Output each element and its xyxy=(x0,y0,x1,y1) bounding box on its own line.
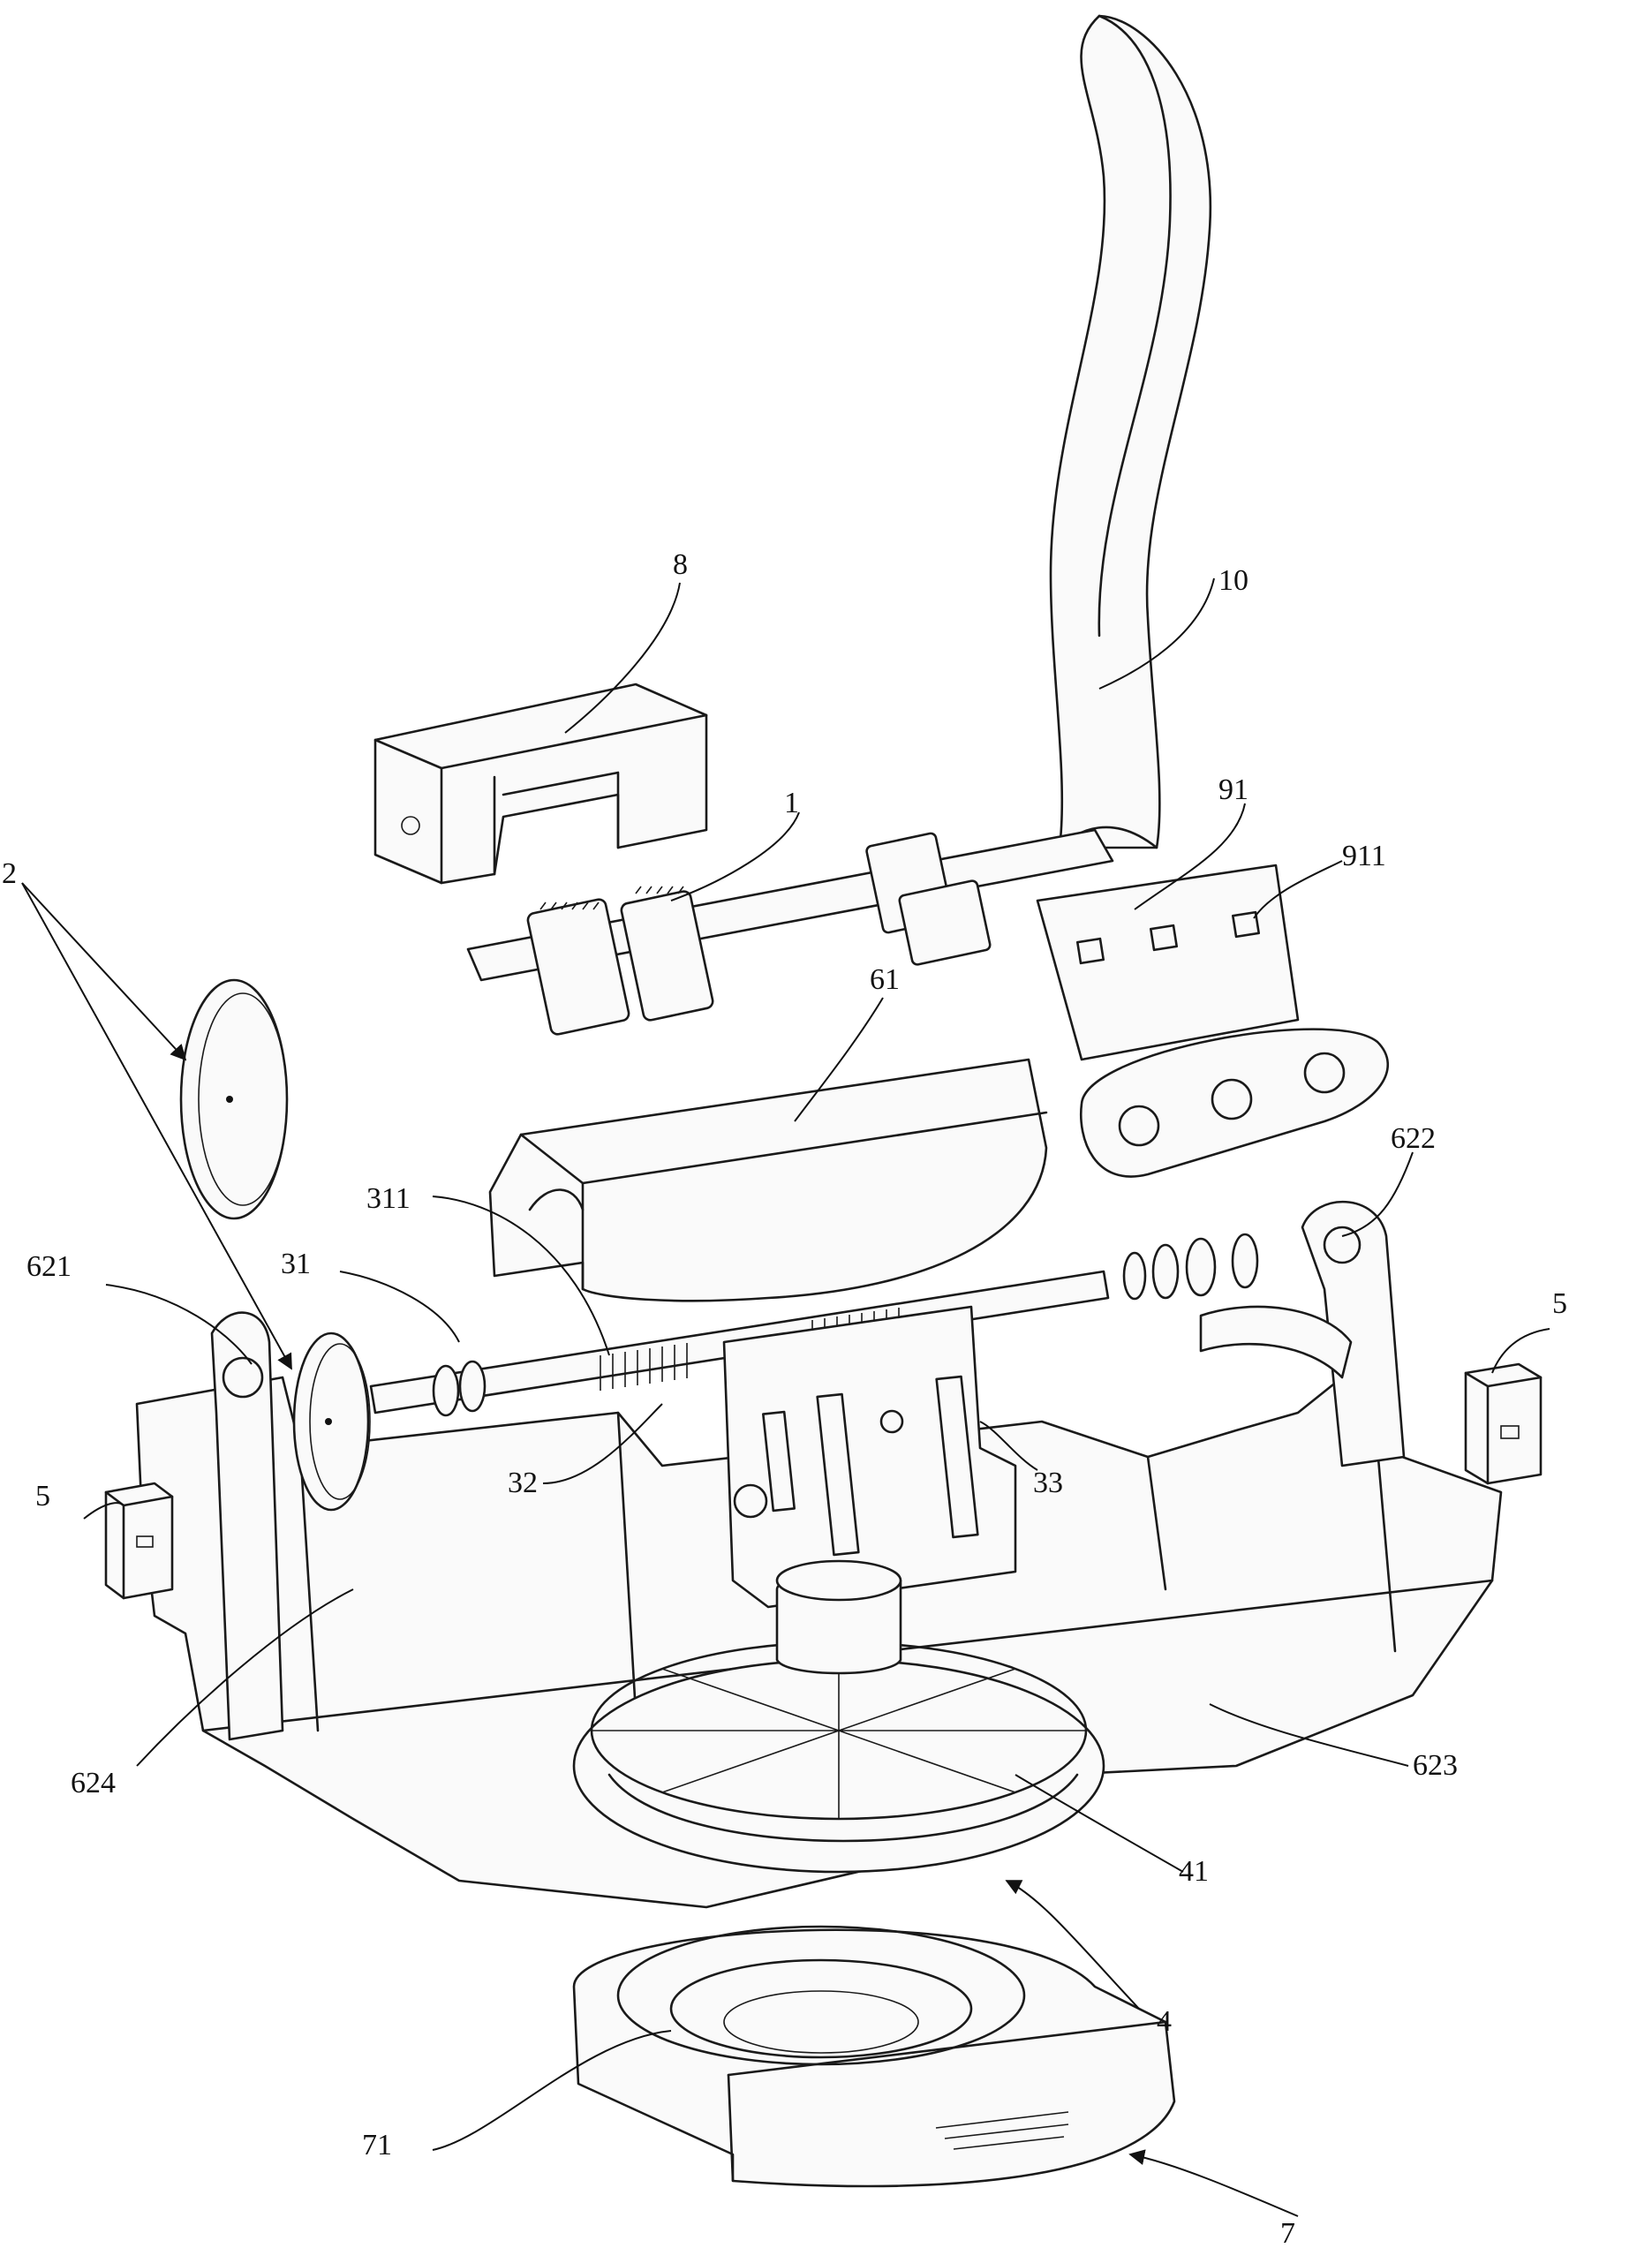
label-311: 311 xyxy=(366,1182,411,1215)
label-911: 911 xyxy=(1342,840,1386,872)
cover-cap-8 xyxy=(373,683,708,885)
label-1: 1 xyxy=(784,787,799,819)
bracket-622 xyxy=(1199,1200,1406,1467)
label-32: 32 xyxy=(508,1467,538,1499)
gear-2-upper xyxy=(179,978,289,1220)
label-623: 623 xyxy=(1413,1749,1458,1782)
switch-5-left xyxy=(104,1482,174,1600)
drip-tray-7 xyxy=(572,1925,1176,2188)
label-624: 624 xyxy=(71,1767,116,1799)
label-91: 91 xyxy=(1218,773,1248,806)
label-7: 7 xyxy=(1280,2217,1295,2244)
gear-shaft-assembly-1 xyxy=(466,828,1114,1036)
label-10: 10 xyxy=(1218,564,1248,597)
gear-2-lower xyxy=(292,1331,371,1512)
plate-91 xyxy=(1036,864,1300,1061)
label-5-left: 5 xyxy=(35,1480,50,1512)
housing-block-61 xyxy=(488,1058,1048,1302)
switch-5-right xyxy=(1464,1362,1543,1485)
label-61: 61 xyxy=(870,963,900,996)
label-33: 33 xyxy=(1033,1467,1063,1499)
label-4: 4 xyxy=(1157,2005,1172,2038)
bracket-621 xyxy=(210,1311,284,1741)
label-5-right: 5 xyxy=(1552,1287,1567,1320)
ball-guide xyxy=(1079,1028,1389,1178)
label-8: 8 xyxy=(673,548,688,581)
basket-41 xyxy=(572,1559,1105,1874)
label-31: 31 xyxy=(281,1248,311,1280)
label-621: 621 xyxy=(26,1250,72,1283)
label-41: 41 xyxy=(1179,1855,1209,1888)
central-mechanism-33 xyxy=(722,1305,1017,1609)
label-71: 71 xyxy=(362,2129,392,2161)
handle-strap-10 xyxy=(1049,14,1212,849)
label-622: 622 xyxy=(1391,1122,1436,1155)
reference-labels: 8 10 1 91 911 2 61 622 311 31 621 5 5 32… xyxy=(2,548,1567,2248)
label-2: 2 xyxy=(2,857,17,890)
leader-lines xyxy=(21,577,1550,2217)
